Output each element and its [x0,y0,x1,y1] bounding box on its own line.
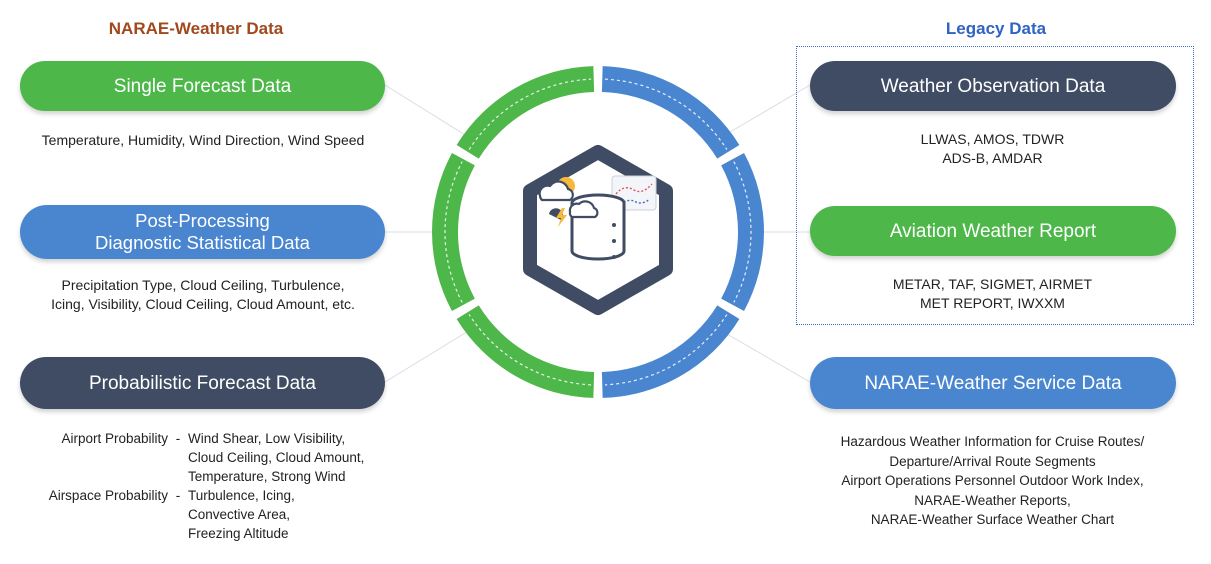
airspace-probability-group: Airspace Probability - Turbulence, Icing… [20,486,410,543]
dash: - [175,488,181,503]
weather-observation-pill: Weather Observation Data [810,61,1176,111]
desc-line: Icing, Visibility, Cloud Ceiling, Cloud … [51,296,355,312]
airport-probability-label: Airport Probability [61,431,168,446]
desc-line: NARAE-Weather Reports, [914,492,1071,508]
desc-line: Hazardous Weather Information for Cruise… [840,434,1145,449]
aviation-weather-report-desc: METAR, TAF, SIGMET, AIRMET MET REPORT, I… [800,275,1185,313]
probabilistic-forecast-desc: Airport Probability - Wind Shear, Low Vi… [20,429,410,543]
airport-probability-group: Airport Probability - Wind Shear, Low Vi… [20,429,410,486]
weather-database-icon [538,175,657,261]
post-processing-label-line-2: Diagnostic Statistical Data [95,232,310,253]
desc-line: Wind Shear, Low Visibility, [188,431,346,446]
desc-line: Freezing Altitude [188,526,289,541]
single-forecast-label: Single Forecast Data [113,75,292,97]
ring-segment [456,66,595,159]
ring-segment [721,153,764,311]
right-section-title: Legacy Data [945,19,1047,38]
ring-dashed-line [733,161,752,303]
post-processing-desc: Precipitation Type, Cloud Ceiling, Turbu… [0,276,406,314]
ring-dashed-line [444,161,463,303]
legacy-data-frame [796,46,1194,325]
weather-observation-desc: LLWAS, AMOS, TDWR ADS-B, AMDAR [800,130,1185,168]
post-processing-pill: Post-Processing Diagnostic Statistical D… [20,205,385,259]
single-forecast-desc: Temperature, Humidity, Wind Direction, W… [0,131,406,150]
dash: - [175,431,181,446]
desc-line: METAR, TAF, SIGMET, AIRMET [892,276,1093,292]
desc-line: Temperature, Humidity, Wind Direction, W… [41,132,365,148]
ring-segment [601,66,740,159]
desc-line: Airport Operations Personnel Outdoor Wor… [841,473,1144,488]
desc-line: MET REPORT, IWXXM [920,295,1065,311]
desc-line: Cloud Ceiling, Cloud Amount, [188,450,365,465]
ring-dashed-line [468,78,592,150]
probabilistic-forecast-pill: Probabilistic Forecast Data [20,357,385,409]
ring-segment [601,305,740,398]
data-ring [431,66,764,398]
narae-weather-service-label: NARAE-Weather Service Data [864,372,1122,394]
airspace-probability-label: Airspace Probability [48,488,168,503]
connector-lines [384,84,811,383]
post-processing-label-line-1: Post-Processing [135,210,270,231]
narae-weather-service-desc: Hazardous Weather Information for Cruise… [790,432,1195,530]
desc-line: Convective Area, [188,507,291,522]
left-section-title: NARAE-Weather Data [108,19,284,38]
desc-line: LLWAS, AMOS, TDWR [920,131,1065,147]
narae-weather-service-pill: NARAE-Weather Service Data [810,357,1176,409]
ring-dashed-line [604,78,728,150]
ring-dashed-line [604,314,728,386]
desc-line: Turbulence, Icing, [188,488,295,503]
weather-observation-label: Weather Observation Data [880,75,1106,97]
aviation-weather-report-label: Aviation Weather Report [889,220,1097,242]
desc-line: Temperature, Strong Wind [188,469,346,484]
single-forecast-pill: Single Forecast Data [20,61,385,111]
probabilistic-forecast-label: Probabilistic Forecast Data [88,372,317,394]
ring-segment [456,305,595,398]
aviation-weather-report-pill: Aviation Weather Report [810,206,1176,256]
desc-line: ADS-B, AMDAR [942,150,1043,166]
desc-line: Precipitation Type, Cloud Ceiling, Turbu… [61,277,345,293]
ring-dashed-line [468,314,592,386]
desc-line: NARAE-Weather Surface Weather Chart [870,512,1115,527]
desc-line: Departure/Arrival Route Segments [889,453,1096,469]
ring-segment [431,153,475,311]
